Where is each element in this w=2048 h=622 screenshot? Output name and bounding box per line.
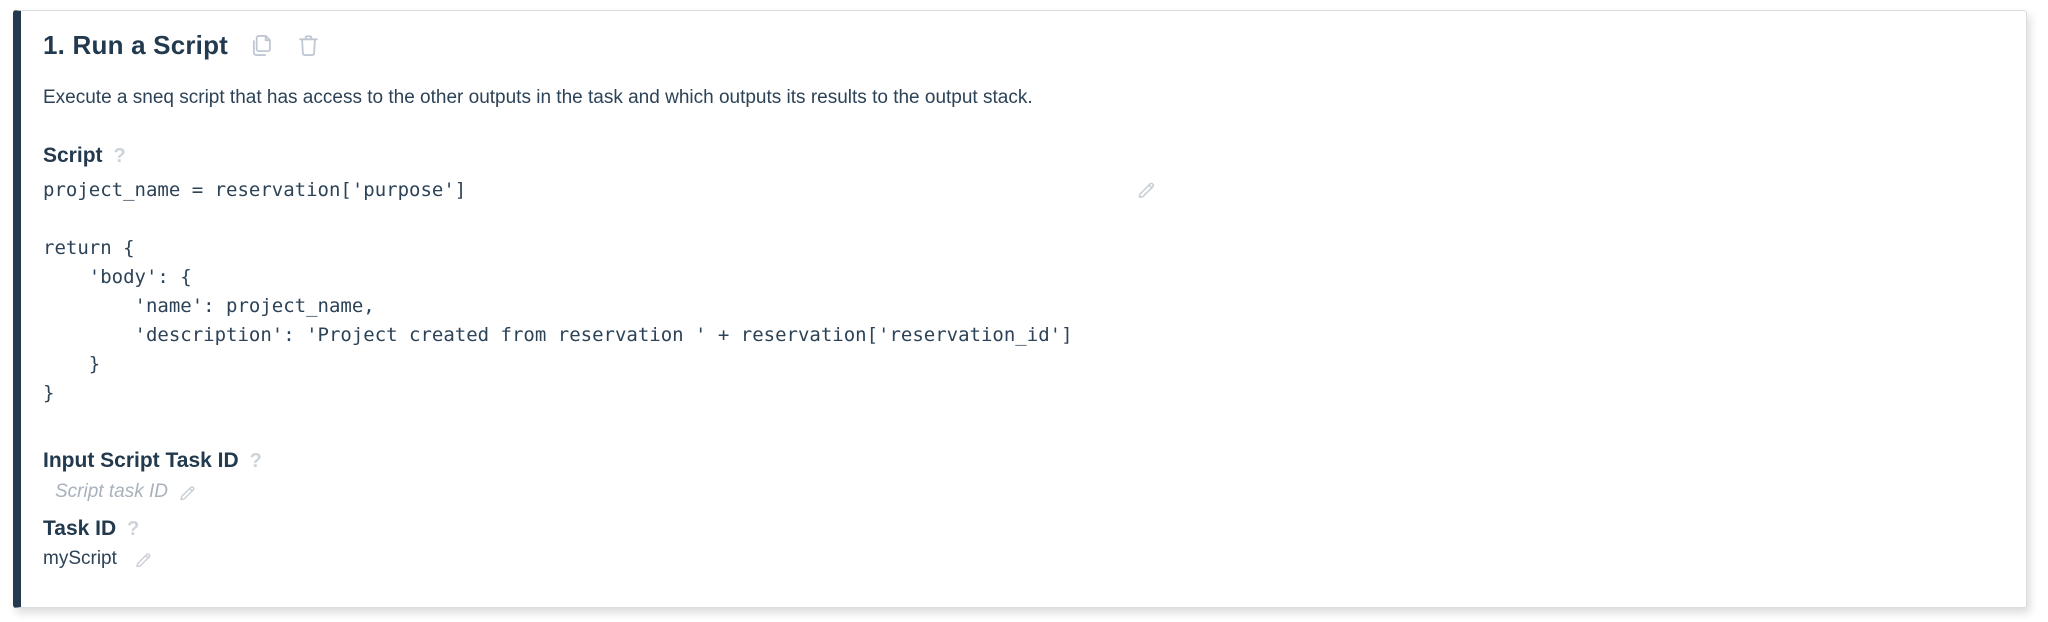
- trash-icon: [299, 34, 318, 56]
- script-code-editor[interactable]: project_name = reservation['purpose'] re…: [43, 176, 1998, 408]
- task-id-value: myScript: [43, 548, 117, 569]
- run-script-step-card: 1. Run a Script Execute a sneq script th…: [13, 10, 2027, 608]
- pencil-icon: [180, 485, 195, 500]
- input-script-task-id-label-row: Input Script Task ID ?: [43, 449, 1998, 473]
- copy-icon: [252, 34, 271, 56]
- task-id-field: Task ID ? myScript: [43, 518, 1998, 570]
- step-description: Execute a sneq script that has access to…: [43, 87, 1033, 108]
- help-icon[interactable]: ?: [249, 450, 262, 472]
- pencil-icon: [136, 552, 151, 567]
- input-script-task-id-placeholder: Script task ID: [55, 481, 168, 502]
- pencil-icon: [1138, 182, 1155, 198]
- help-icon[interactable]: ?: [113, 145, 126, 167]
- script-field: Script ? project_name = reservation['pur…: [43, 145, 1998, 408]
- input-script-task-id-label: Input Script Task ID: [43, 449, 239, 472]
- input-script-task-id-field: Input Script Task ID ? Script task ID: [43, 450, 1998, 503]
- script-label-row: Script ?: [43, 144, 1998, 168]
- duplicate-step-button[interactable]: [248, 31, 275, 59]
- task-id-input[interactable]: myScript: [43, 548, 1998, 570]
- step-header: 1. Run a Script: [43, 31, 1998, 59]
- help-icon[interactable]: ?: [127, 518, 140, 540]
- task-id-label: Task ID: [43, 517, 117, 540]
- edit-script-button[interactable]: [1135, 178, 1158, 204]
- step-title: 1. Run a Script: [43, 30, 229, 60]
- delete-step-button[interactable]: [295, 31, 322, 59]
- input-script-task-id-input[interactable]: Script task ID: [43, 481, 1998, 503]
- task-id-label-row: Task ID ?: [43, 517, 1998, 541]
- script-code[interactable]: project_name = reservation['purpose'] re…: [43, 179, 1073, 404]
- card-content: 1. Run a Script Execute a sneq script th…: [21, 11, 2026, 570]
- script-label: Script: [43, 144, 103, 167]
